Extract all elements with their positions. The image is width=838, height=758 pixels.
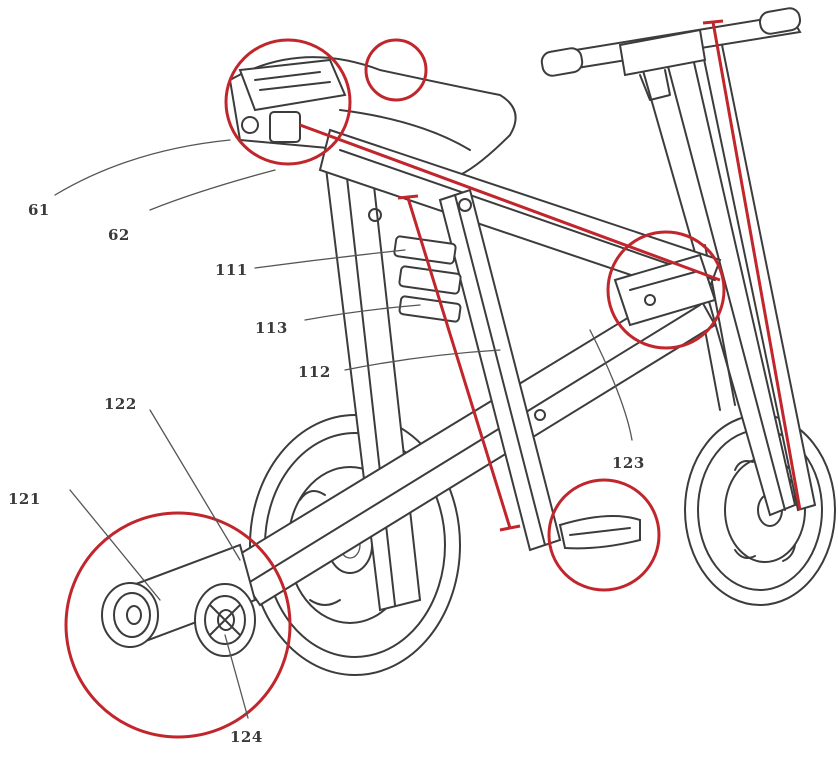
highlight-line-vertical xyxy=(406,197,512,529)
highlight-circle-footrest xyxy=(547,478,661,592)
label-121: 121 xyxy=(8,490,41,508)
leader-lines xyxy=(54,139,633,719)
rear-rollers xyxy=(101,543,257,657)
highlight-circle-front-latch xyxy=(606,230,726,350)
label-113: 113 xyxy=(255,319,288,337)
highlight-overlays xyxy=(64,19,802,739)
label-112: 112 xyxy=(298,363,331,381)
footrest xyxy=(558,515,641,550)
label-122: 122 xyxy=(104,395,137,413)
label-111: 111 xyxy=(215,261,248,279)
seat-clamp xyxy=(238,58,347,143)
reference-labels: 61 62 111 113 112 122 121 123 124 xyxy=(8,201,645,746)
highlight-circle-rear-rollers xyxy=(64,511,292,739)
main-frame xyxy=(228,128,722,607)
highlight-line-top-bar xyxy=(299,123,721,282)
label-123: 123 xyxy=(612,454,645,472)
highlight-circle-seat-clamp xyxy=(224,38,352,166)
label-124: 124 xyxy=(230,728,263,746)
label-61: 61 xyxy=(28,201,50,219)
highlight-circle-seat-top xyxy=(364,38,428,102)
handlebar xyxy=(540,7,802,101)
highlight-line-steering xyxy=(711,21,802,511)
label-62: 62 xyxy=(108,226,130,244)
